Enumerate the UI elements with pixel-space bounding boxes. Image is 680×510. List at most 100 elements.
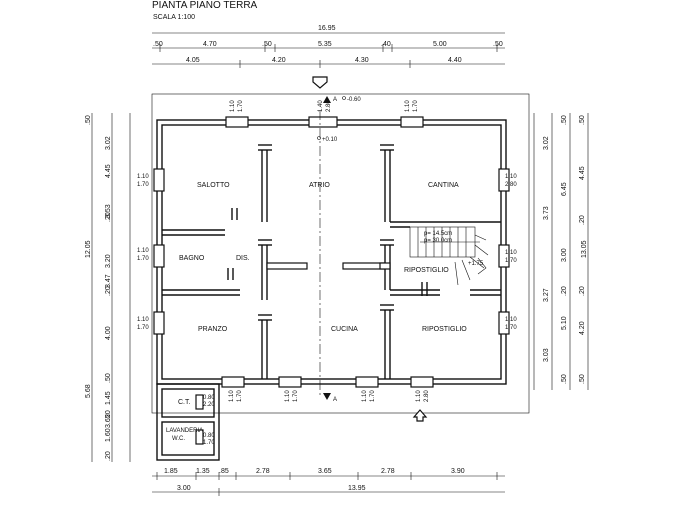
dim-top-r1-4: .40	[381, 41, 391, 48]
room-ripostiglio-small: RIPOSTIGLIO	[404, 267, 449, 274]
svg-text:.85: .85	[219, 468, 229, 475]
room-pranzo: PRANZO	[198, 326, 228, 333]
svg-text:.50: .50	[561, 374, 568, 384]
annex: C.T. LAVANDERIA W.C.	[156, 383, 220, 461]
dim-top-r2-2: 4.30	[355, 57, 369, 64]
svg-text:1.35: 1.35	[196, 468, 210, 475]
svg-text:3.47: 3.47	[105, 274, 112, 288]
svg-text:.50: .50	[579, 115, 586, 125]
entrance-arrow-top	[312, 76, 328, 89]
svg-text:1.70: 1.70	[413, 100, 419, 112]
room-salotto: SALOTTO	[197, 182, 230, 189]
svg-text:+0.10: +0.10	[322, 137, 338, 143]
dim-top-r1-2: .50	[262, 41, 272, 48]
staircase: p= 14.5cm p= 30.0cm	[409, 226, 489, 286]
svg-text:0.80: 0.80	[203, 395, 215, 401]
svg-text:3.65: 3.65	[105, 414, 112, 428]
room-bagno: BAGNO	[179, 255, 205, 262]
svg-text:.50: .50	[561, 115, 568, 125]
svg-text:1.10: 1.10	[405, 100, 411, 112]
section-markers: A A	[312, 76, 428, 422]
svg-text:.20: .20	[105, 451, 112, 461]
svg-text:5.10: 5.10	[561, 316, 568, 330]
svg-text:3.02: 3.02	[105, 136, 112, 150]
svg-text:.20: .20	[105, 212, 112, 222]
dim-top-r1-6: .50	[493, 41, 503, 48]
left-dimensions: 12.05 5.68 3.02 3.53 3.47 3.65 .50 4.45 …	[85, 113, 131, 462]
svg-text:-0.60: -0.60	[347, 97, 361, 103]
room-cantina: CANTINA	[428, 182, 459, 189]
svg-text:A: A	[333, 397, 337, 403]
svg-text:1.70: 1.70	[237, 390, 243, 402]
right-dimensions: 13.05 3.02 3.73 3.27 3.03 .50 6.45 3.00 …	[533, 113, 589, 390]
svg-text:4.45: 4.45	[579, 166, 586, 180]
stair-tread: p= 30.0cm	[424, 238, 452, 244]
svg-text:.50: .50	[105, 373, 112, 383]
svg-text:0.80: 0.80	[203, 433, 215, 439]
svg-text:1.40: 1.40	[318, 100, 324, 112]
svg-text:1.70: 1.70	[293, 390, 299, 402]
svg-text:1.10: 1.10	[285, 390, 291, 402]
svg-text:2.20: 2.20	[203, 402, 215, 408]
svg-text:3.02: 3.02	[543, 136, 550, 150]
svg-text:1.10: 1.10	[505, 250, 517, 256]
svg-text:+1.75: +1.75	[468, 261, 484, 267]
dim-top-r2-1: 4.20	[272, 57, 286, 64]
svg-text:.20: .20	[579, 215, 586, 225]
plan-title: PIANTA PIANO TERRA	[152, 0, 258, 11]
svg-text:5.68: 5.68	[85, 384, 92, 398]
svg-text:3.53: 3.53	[105, 204, 112, 218]
svg-text:1.10: 1.10	[230, 100, 236, 112]
top-dimensions: 16.95 .50 4.70 .50 5.35 .40 5.00 .50 4.0…	[152, 25, 505, 68]
svg-text:2.78: 2.78	[256, 468, 270, 475]
svg-text:2.78: 2.78	[381, 468, 395, 475]
svg-text:13.95: 13.95	[348, 485, 366, 492]
svg-text:1.60: 1.60	[105, 428, 112, 442]
room-labels: SALOTTO ATRIO CANTINA BAGNO DIS. RIPOSTI…	[179, 182, 467, 333]
svg-text:1.45: 1.45	[105, 391, 112, 405]
svg-text:1.10: 1.10	[137, 174, 149, 180]
svg-text:12.05: 12.05	[85, 240, 92, 258]
svg-text:1.10: 1.10	[137, 317, 149, 323]
room-wc: W.C.	[172, 436, 185, 442]
svg-text:3.65: 3.65	[318, 468, 332, 475]
building-walls	[156, 119, 507, 385]
dim-top-r1-3: 5.35	[318, 41, 332, 48]
svg-text:3.90: 3.90	[451, 468, 465, 475]
svg-text:3.03: 3.03	[543, 348, 550, 362]
svg-text:6.45: 6.45	[561, 182, 568, 196]
room-dis: DIS.	[236, 255, 250, 262]
svg-text:.50: .50	[85, 115, 92, 125]
svg-text:1.70: 1.70	[137, 256, 149, 262]
svg-text:1.10: 1.10	[416, 390, 422, 402]
svg-text:1.10: 1.10	[505, 317, 517, 323]
dim-top-r2-3: 4.40	[448, 57, 462, 64]
svg-text:1.70: 1.70	[137, 182, 149, 188]
svg-text:1.10: 1.10	[137, 248, 149, 254]
svg-text:4.00: 4.00	[105, 326, 112, 340]
svg-text:2.80: 2.80	[505, 182, 517, 188]
dim-top-r1-5: 5.00	[433, 41, 447, 48]
svg-text:1.70: 1.70	[137, 325, 149, 331]
room-atrio: ATRIO	[309, 182, 330, 189]
svg-text:1.10: 1.10	[505, 174, 517, 180]
platform-outline	[151, 93, 530, 414]
door-jambs	[258, 144, 394, 321]
room-ct: C.T.	[178, 399, 191, 406]
svg-text:1.10: 1.10	[229, 390, 235, 402]
dim-top-total: 16.95	[318, 25, 336, 32]
room-lavanderia: LAVANDERIA	[166, 428, 203, 434]
svg-text:2.80: 2.80	[424, 390, 430, 402]
room-cucina: CUCINA	[331, 326, 358, 333]
svg-text:1.70: 1.70	[238, 100, 244, 112]
plan-scale: SCALA 1:100	[153, 14, 195, 21]
entrance-arrow-bottom	[412, 409, 428, 422]
svg-text:1.70: 1.70	[505, 258, 517, 264]
stair-riser: p= 14.5cm	[424, 231, 452, 237]
window-labels: 1.10 1.70 1.40 2.80 1.10 1.70 1.10 1.70 …	[137, 100, 517, 446]
svg-text:.20: .20	[105, 286, 112, 296]
svg-text:1.70: 1.70	[370, 390, 376, 402]
svg-text:1.85: 1.85	[164, 468, 178, 475]
svg-text:.50: .50	[579, 374, 586, 384]
